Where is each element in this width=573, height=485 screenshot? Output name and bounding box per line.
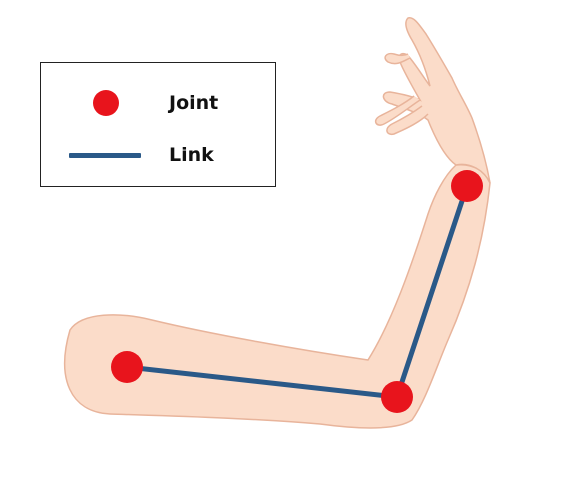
joint-elbow xyxy=(381,381,413,413)
legend-joint-symbol xyxy=(41,90,169,116)
legend-link-label: Link xyxy=(169,144,214,166)
link-upper-arm xyxy=(124,364,400,400)
legend-link-symbol xyxy=(41,152,169,158)
hand-silhouette xyxy=(382,17,491,184)
hand-finger-2 xyxy=(386,105,429,136)
joint-wrist xyxy=(451,170,483,202)
hand-finger-3 xyxy=(384,52,411,65)
link-forearm xyxy=(394,183,470,400)
legend-joint-label: Joint xyxy=(169,92,219,114)
joint-dot-icon xyxy=(93,90,119,116)
legend: Joint Link xyxy=(40,62,276,187)
legend-row-link: Link xyxy=(41,135,275,175)
link-line-icon xyxy=(69,152,141,158)
arm-silhouette xyxy=(63,163,491,429)
hand-finger-1 xyxy=(374,95,421,126)
joint-shoulder xyxy=(111,351,143,383)
legend-row-joint: Joint xyxy=(41,83,275,123)
